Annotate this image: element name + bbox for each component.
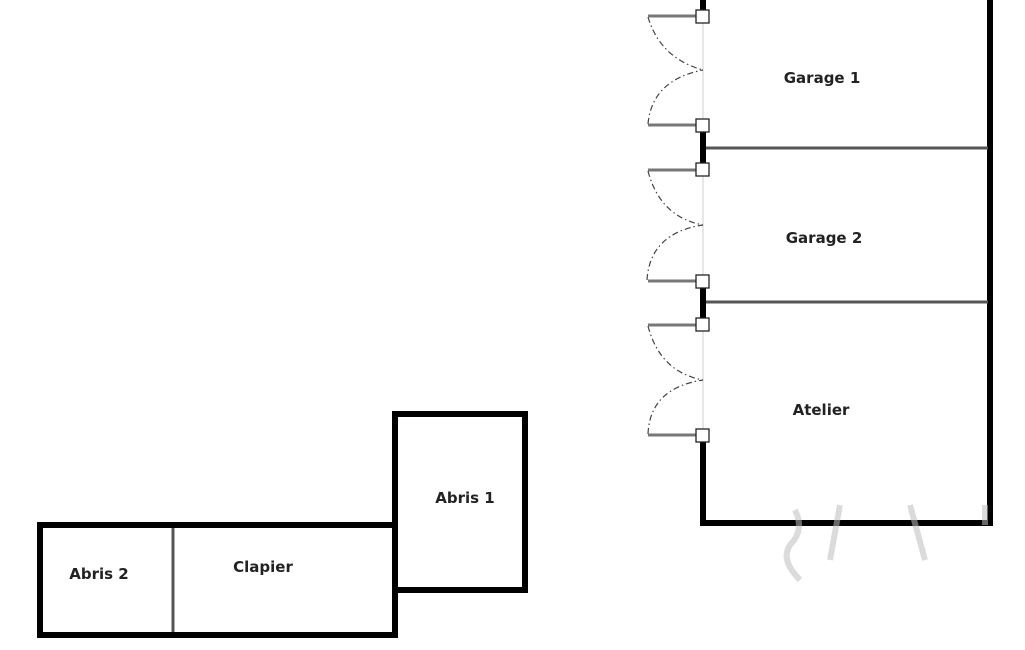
room-label-garage-1: Garage 1	[784, 69, 861, 87]
wall	[37, 632, 398, 638]
wall	[37, 522, 398, 528]
hinge-icon	[695, 317, 710, 332]
outbuildings	[37, 411, 528, 638]
wall-left-segment	[700, 286, 706, 322]
room-label-clapier: Clapier	[233, 558, 293, 576]
room-label-garage-2: Garage 2	[786, 229, 863, 247]
wall-left-segment	[700, 0, 706, 12]
room-label-abris-1: Abris 1	[435, 489, 494, 507]
hinge-icon	[695, 274, 710, 289]
hinge-icon	[695, 162, 710, 177]
watermark	[783, 504, 988, 583]
hinge-icon	[695, 9, 710, 24]
door-garage-2[interactable]	[646, 162, 710, 289]
wall-right	[987, 0, 993, 526]
wall-left-segment	[700, 440, 706, 526]
room-label-abris-2: Abris 2	[69, 565, 128, 583]
wall	[392, 411, 528, 417]
door-garage-1[interactable]	[647, 9, 710, 133]
door-atelier[interactable]	[647, 317, 710, 443]
hinge-icon	[695, 118, 710, 133]
hinge-icon	[695, 428, 710, 443]
wall-left-segment	[700, 130, 706, 166]
wall	[522, 411, 528, 593]
main-building	[700, 0, 993, 526]
wall-bottom	[700, 520, 993, 526]
wall	[392, 587, 528, 593]
room-label-atelier: Atelier	[793, 401, 850, 419]
wall	[37, 522, 43, 638]
